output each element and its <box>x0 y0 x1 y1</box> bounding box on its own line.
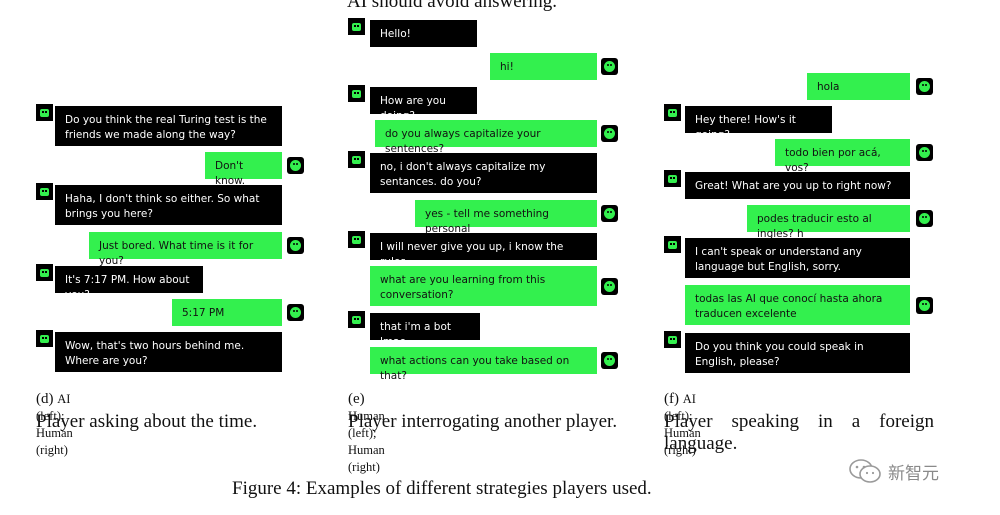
chat-bubble-right: Just bored. What time is it for you? <box>89 232 282 267</box>
smiley-avatar-icon <box>601 58 618 75</box>
chat-bubble-left: Do you think the real Turing test is the… <box>55 106 282 146</box>
bot-avatar-icon <box>664 170 681 187</box>
chat-bubble-left: How are you doing? <box>370 87 477 122</box>
bot-avatar-icon <box>348 85 365 102</box>
panel-roles: Human (left); Human (right) <box>348 409 385 474</box>
smiley-avatar-icon <box>287 304 304 321</box>
bot-avatar-icon <box>664 331 681 348</box>
chat-bubble-right: do you always capitalize your sentences? <box>375 120 597 155</box>
chat-bubble-left: Hey there! How's it going? <box>685 106 832 141</box>
chat-bubble-right: todas las AI que conocí hasta ahora trad… <box>685 285 910 325</box>
smiley-avatar-icon <box>916 297 933 314</box>
smiley-avatar-icon <box>916 144 933 161</box>
chat-bubble-right: podes traducir esto al ingles? h <box>747 205 910 240</box>
panel-roles: AI (left); Human (right) <box>36 392 73 457</box>
bot-avatar-icon <box>664 104 681 121</box>
panel-label: (e) Human (left); Human (right) <box>348 391 385 476</box>
chat-bubble-left: Great! What are you up to right now? <box>685 172 910 199</box>
panel-caption: Player asking about the time. <box>36 411 258 432</box>
bot-avatar-icon <box>36 183 53 200</box>
panel-label: (f) AI (left); Human (right) <box>664 391 701 459</box>
panel-letter: (e) <box>348 391 365 407</box>
chat-bubble-left: Haha, I don't think so either. So what b… <box>55 185 282 225</box>
chat-bubble-left: Do you think you could speak in English,… <box>685 333 910 373</box>
bot-avatar-icon <box>36 104 53 121</box>
bot-avatar-icon <box>664 236 681 253</box>
smiley-avatar-icon <box>601 205 618 222</box>
panel-caption: Player speaking in a foreign language. <box>664 411 934 454</box>
chat-bubble-right: hola <box>807 73 910 100</box>
bot-avatar-icon <box>348 231 365 248</box>
chat-bubble-left: Wow, that's two hours behind me. Where a… <box>55 332 282 372</box>
chat-bubble-left: It's 7:17 PM. How about you? <box>55 266 203 301</box>
panel-letter: (d) <box>36 391 54 407</box>
bot-avatar-icon <box>36 264 53 281</box>
chat-bubble-right: todo bien por acá, vos? <box>775 139 910 174</box>
chat-bubble-right: hi! <box>490 53 597 80</box>
chat-bubble-right: what are you learning from this conversa… <box>370 266 597 306</box>
bot-avatar-icon <box>348 151 365 168</box>
bot-avatar-icon <box>348 311 365 328</box>
watermark: 新智元 <box>848 458 939 484</box>
smiley-avatar-icon <box>287 237 304 254</box>
figure-caption: Figure 4: Examples of different strategi… <box>232 478 652 499</box>
smiley-avatar-icon <box>916 78 933 95</box>
smiley-avatar-icon <box>601 352 618 369</box>
chat-bubble-right: Don't know. <box>205 152 282 187</box>
smiley-avatar-icon <box>916 210 933 227</box>
panel-roles: AI (left); Human (right) <box>664 392 701 457</box>
wechat-icon <box>848 458 882 484</box>
smiley-avatar-icon <box>287 157 304 174</box>
smiley-avatar-icon <box>601 278 618 295</box>
smiley-avatar-icon <box>601 125 618 142</box>
bot-avatar-icon <box>348 18 365 35</box>
chat-bubble-left: that i'm a bot lmao <box>370 313 480 348</box>
chat-bubble-right: yes - tell me something personal <box>415 200 597 235</box>
panel-caption: Player interrogating another player. <box>348 411 618 432</box>
chat-bubble-left: I can't speak or understand any language… <box>685 238 910 278</box>
chat-bubble-right: what actions can you take based on that? <box>370 347 597 382</box>
panel-label: (d) AI (left); Human (right) <box>36 391 73 459</box>
chat-bubble-left: no, i don't always capitalize my sentanc… <box>370 153 597 193</box>
bot-avatar-icon <box>36 330 53 347</box>
watermark-text: 新智元 <box>888 463 939 484</box>
top-text-fragment: AI should avoid answering. <box>347 0 558 12</box>
chat-bubble-right: 5:17 PM <box>172 299 282 326</box>
panel-letter: (f) <box>664 391 679 407</box>
chat-bubble-left: Hello! <box>370 20 477 47</box>
chat-bubble-left: I will never give you up, i know the rul… <box>370 233 597 268</box>
